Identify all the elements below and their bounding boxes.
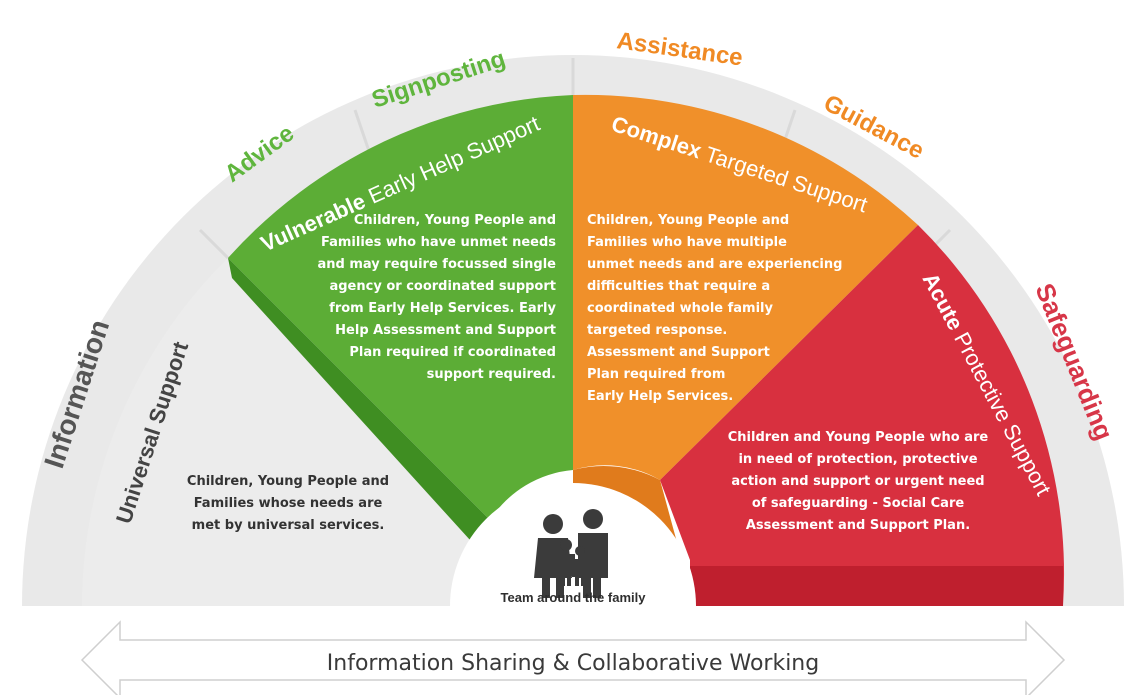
complex-desc-line: Children, Young People and (587, 213, 789, 228)
bottom-arrow-label: Information Sharing & Collaborative Work… (327, 651, 819, 676)
complex-desc-line: targeted response. (587, 323, 727, 338)
vulnerable-desc-line: and may require focussed single (318, 257, 557, 272)
complex-desc-line: Early Help Services. (587, 389, 733, 404)
complex-desc-line: unmet needs and are experiencing (587, 257, 842, 272)
complex-support-region (573, 94, 918, 480)
vulnerable-desc-line: Plan required if coordinated (349, 345, 556, 360)
vulnerable-support-region (228, 95, 573, 520)
universal-desc-line: met by universal services. (192, 518, 385, 533)
complex-inner-shade (573, 465, 690, 590)
universal-support-region (82, 258, 490, 606)
vulnerable-description: Children, Young People and Families who … (318, 213, 557, 382)
vulnerable-desc-line: from Early Help Services. Early (329, 301, 556, 316)
center-family-circle (450, 483, 696, 606)
acute-desc-line: action and support or urgent need (731, 474, 984, 489)
universal-description: Children, Young People and Families whos… (187, 474, 389, 533)
acute-description: Children and Young People who are in nee… (728, 430, 989, 533)
vulnerable-shadow (228, 258, 490, 540)
acute-support-region (660, 225, 1065, 606)
acute-desc-line: Children and Young People who are (728, 430, 989, 445)
acute-desc-line: Assessment and Support Plan. (746, 518, 970, 533)
complex-desc-line: Families who have multiple (587, 235, 787, 250)
acute-desc-line: of safeguarding - Social Care (752, 496, 965, 511)
double-arrow (80, 620, 1066, 695)
complex-desc-line: difficulties that require a (587, 279, 770, 294)
center-label: Team around the family (501, 590, 647, 605)
acute-shadow (690, 566, 1063, 606)
vulnerable-desc-line: agency or coordinated support (329, 279, 556, 294)
complex-desc-line: coordinated whole family (587, 301, 774, 316)
universal-desc-line: Children, Young People and (187, 474, 389, 489)
vulnerable-desc-line: Children, Young People and (354, 213, 556, 228)
complex-desc-line: Plan required from (587, 367, 725, 382)
vulnerable-desc-line: Families who have unmet needs (321, 235, 556, 250)
vulnerable-desc-line: Help Assessment and Support (335, 323, 556, 338)
vulnerable-desc-line: support required. (427, 367, 556, 382)
universal-desc-line: Families whose needs are (194, 496, 383, 511)
family-icon (534, 509, 608, 598)
complex-desc-line: Assessment and Support (587, 345, 770, 360)
complex-description: Children, Young People and Families who … (587, 213, 842, 404)
acute-desc-line: in need of protection, protective (738, 452, 977, 467)
